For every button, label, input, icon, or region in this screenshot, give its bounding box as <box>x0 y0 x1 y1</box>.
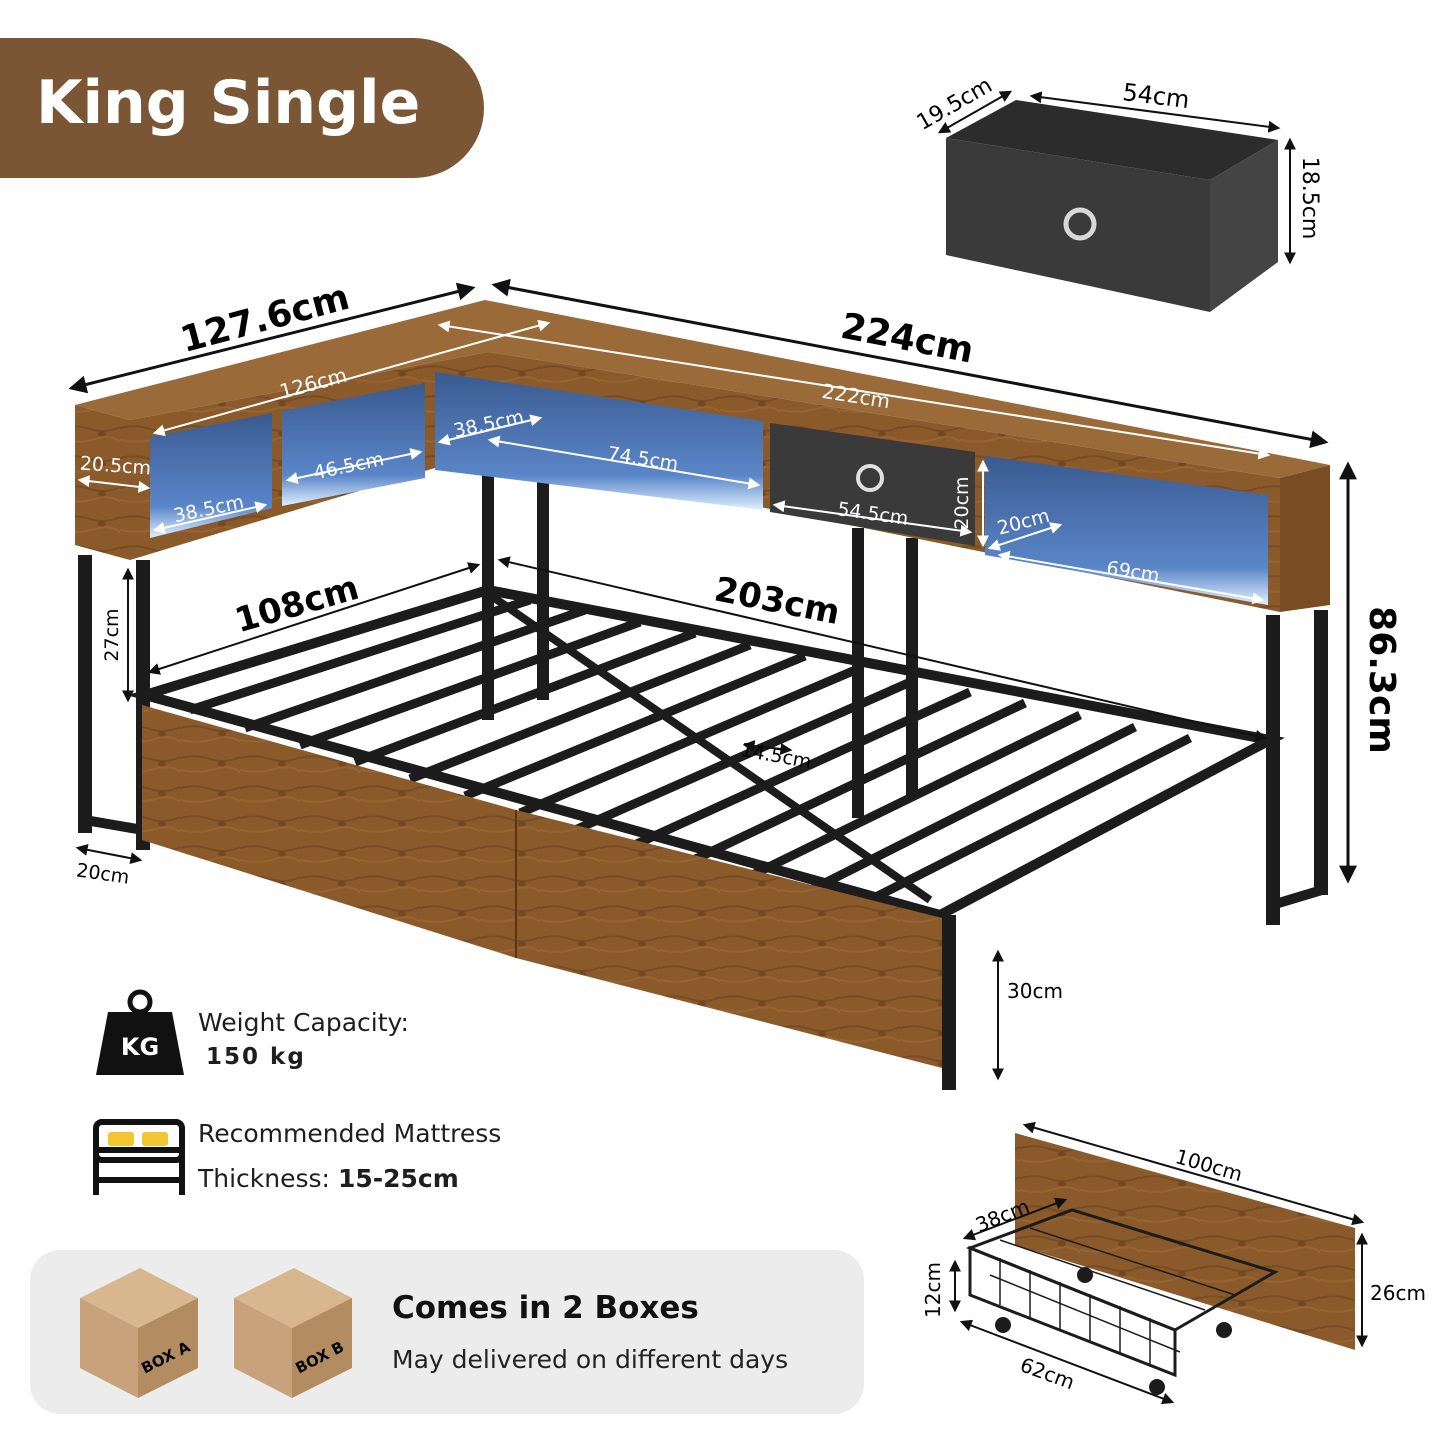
leg-depth-label: 20cm <box>75 859 131 888</box>
weight-capacity-label: Weight Capacity: <box>198 1008 409 1037</box>
thickness-label: Thickness: <box>198 1164 338 1193</box>
title-tag: King Single <box>0 38 484 178</box>
under-shelf-height-label: 27cm <box>101 608 123 661</box>
page-title: King Single <box>36 68 421 138</box>
clearance-label: 30cm <box>1007 979 1063 1003</box>
drawer-front-height-label: 26cm <box>1370 1281 1426 1305</box>
slat-gap-label: 14.5cm <box>739 739 813 773</box>
boxes-title: Comes in 2 Boxes <box>392 1290 699 1326</box>
thickness-line: Thickness: 15-25cm <box>198 1164 459 1193</box>
weight-capacity-value: 150 kg <box>206 1044 306 1070</box>
shelf-a-depth-label: 20.5cm <box>79 453 152 480</box>
shipping-boxes-panel <box>30 1250 864 1414</box>
drawer-box-height: 18.5cm <box>1297 157 1322 240</box>
drawer-pull-icon <box>1063 207 1097 241</box>
bed-icon <box>93 1119 185 1195</box>
bed-frame <box>75 300 1330 1090</box>
mattress-length-label: 203cm <box>711 569 843 632</box>
total-height-label: 86.3cm <box>1361 606 1402 754</box>
drawer-slot-height-label: 20cm <box>951 476 973 529</box>
drawer-width-label: 62cm <box>1017 1353 1078 1395</box>
drawer-length-label: 100cm <box>1173 1144 1246 1186</box>
drawer-height-label: 12cm <box>921 1262 945 1318</box>
kg-icon-label: KG <box>121 1033 159 1061</box>
drawer-pull-icon <box>856 464 884 492</box>
mattress-label: Recommended Mattress <box>198 1119 502 1148</box>
thickness-value: 15-25cm <box>337 1164 459 1193</box>
boxes-subtitle: May delivered on different days <box>392 1345 789 1374</box>
fabric-drawer-box <box>946 100 1278 312</box>
weight-icon: KG <box>96 989 184 1075</box>
